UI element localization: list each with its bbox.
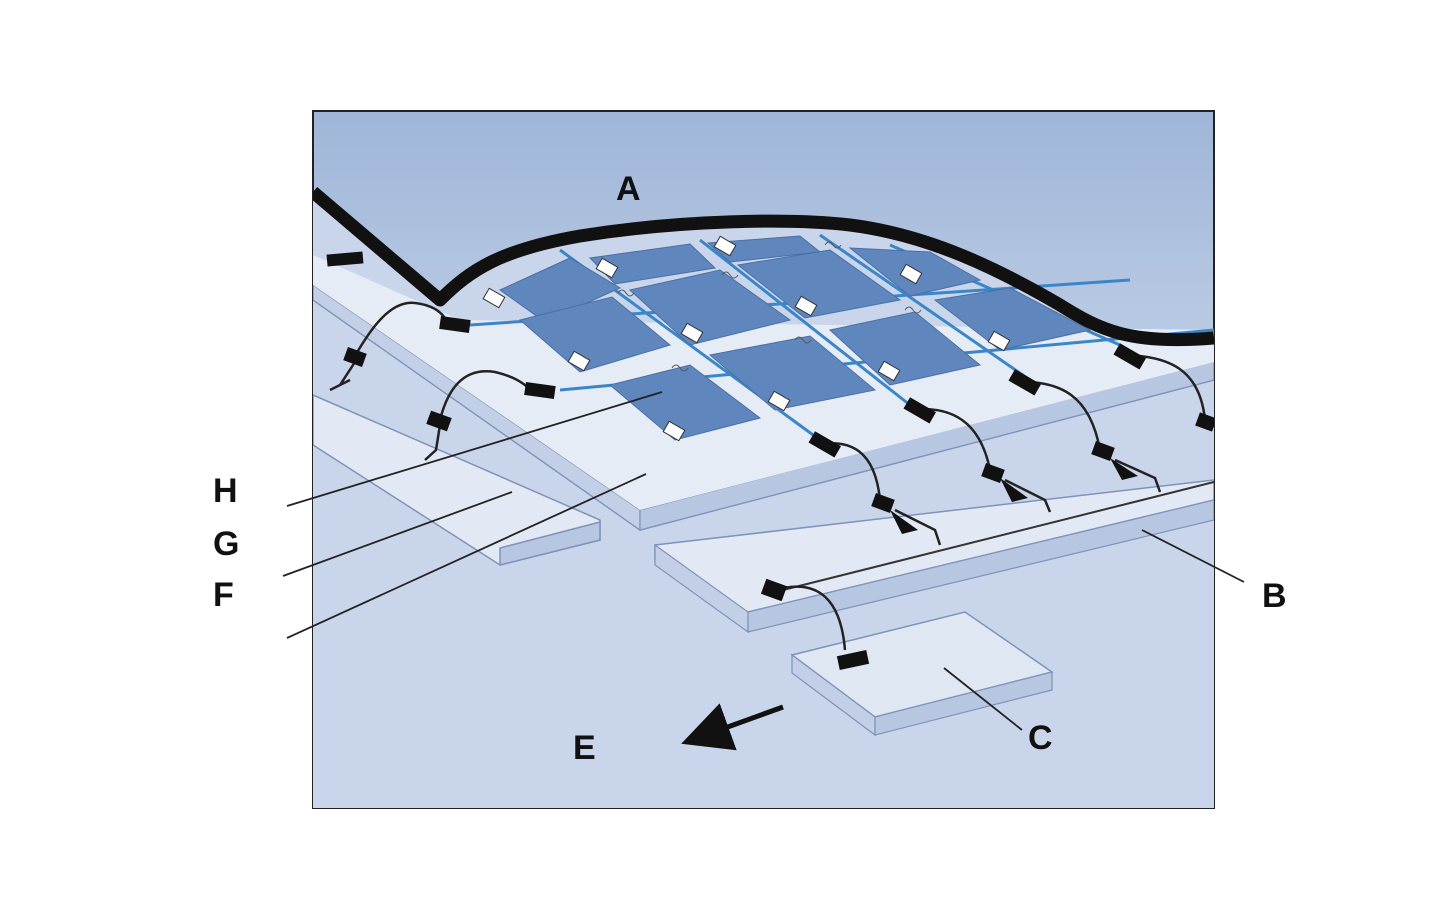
label-g: G xyxy=(213,525,239,563)
leader-c xyxy=(943,667,1023,731)
label-b: B xyxy=(1262,577,1287,615)
panel-cells xyxy=(499,235,1092,441)
leader-b xyxy=(1141,529,1245,583)
label-e: E xyxy=(573,729,596,767)
label-f: F xyxy=(213,576,234,614)
panel-squiggles xyxy=(617,241,922,372)
terminal-pads xyxy=(326,251,1214,602)
label-h: H xyxy=(213,472,238,510)
panel-grid xyxy=(469,233,1214,442)
leader-f xyxy=(286,473,647,639)
label-a: A xyxy=(616,170,641,208)
membrane-a xyxy=(313,187,1214,347)
leader-h xyxy=(286,391,663,507)
panel-tabs xyxy=(482,235,1011,442)
block-c xyxy=(790,611,1054,737)
leader-lines xyxy=(282,391,1245,731)
slab-g xyxy=(313,394,601,566)
leader-g xyxy=(282,491,513,577)
slab-b xyxy=(654,479,1214,634)
label-c: C xyxy=(1028,719,1053,757)
flow-arrow-e xyxy=(681,703,784,751)
